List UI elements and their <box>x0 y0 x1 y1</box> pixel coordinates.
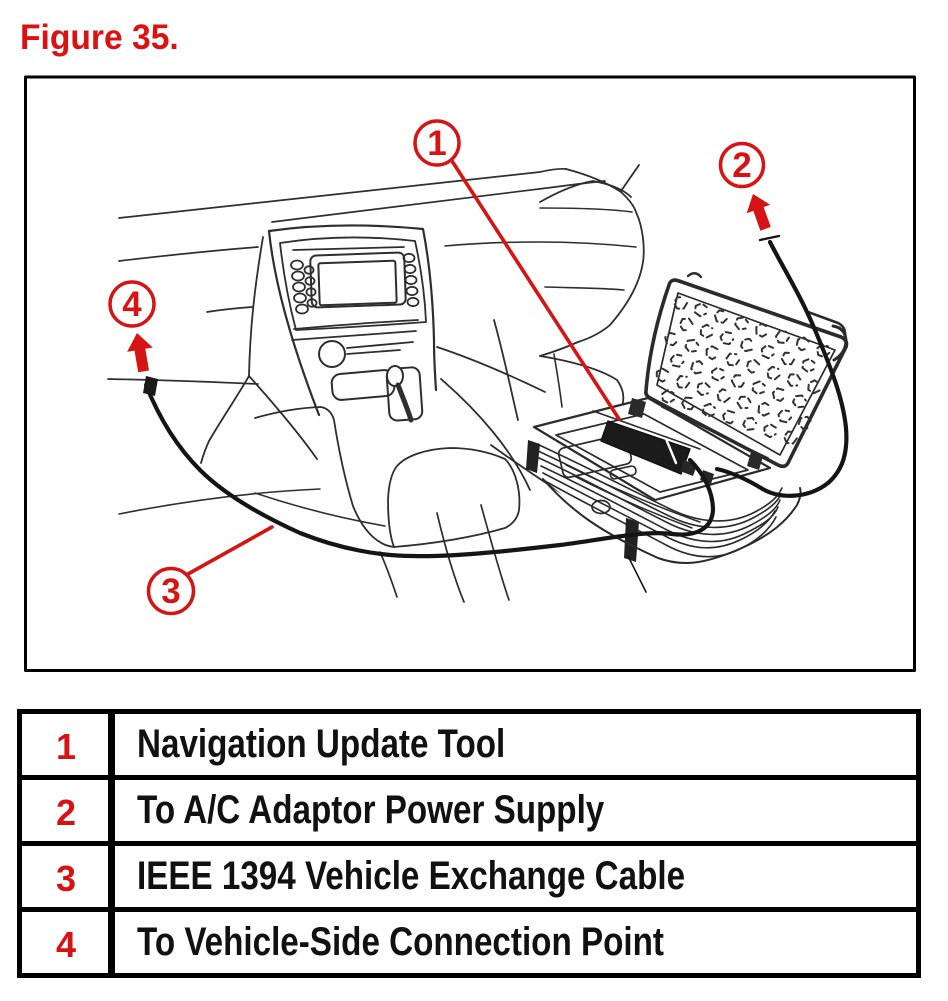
svg-text:2: 2 <box>732 146 751 185</box>
svg-text:4: 4 <box>122 285 142 324</box>
svg-text:1: 1 <box>427 124 446 163</box>
svg-text:3: 3 <box>161 572 180 611</box>
